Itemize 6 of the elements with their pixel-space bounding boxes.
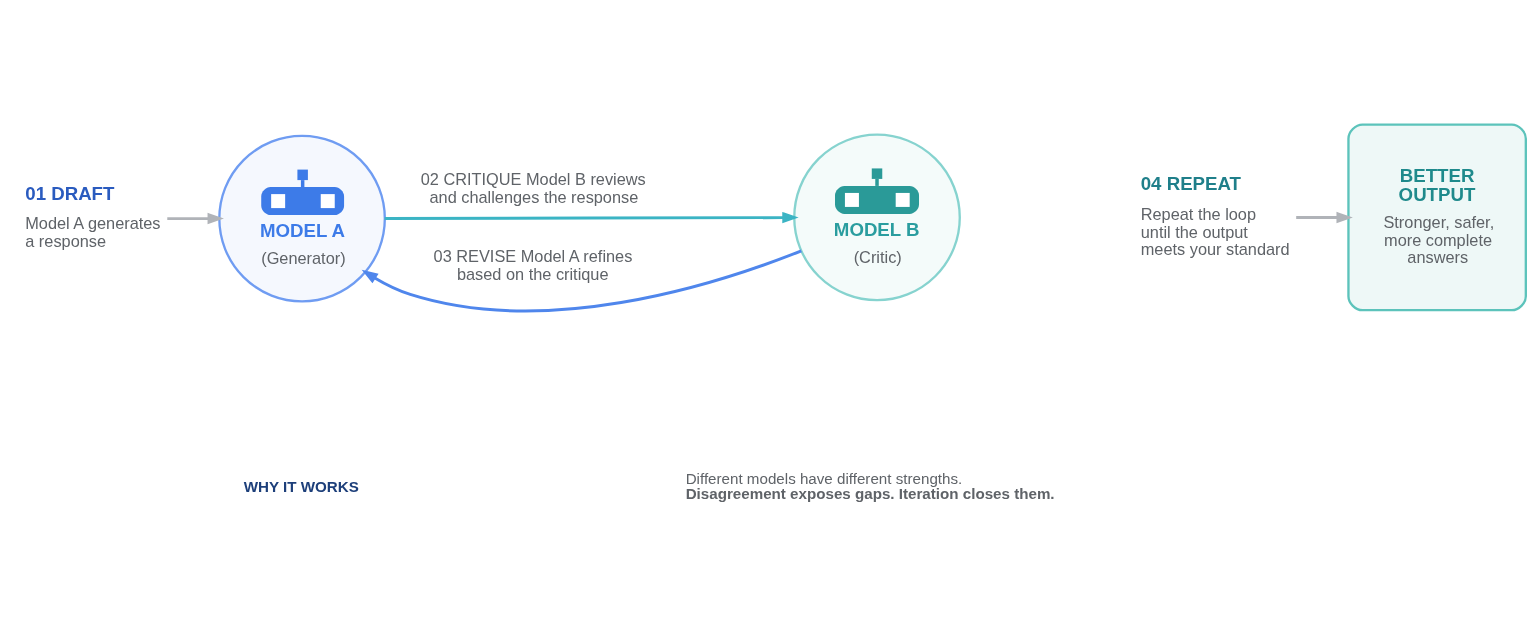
label: WHY IT WORKS [243,478,359,496]
edge-label: 02 CRITIQUE Model B reviews and challenges the response [420,170,646,206]
label: Different models have different strengths. Disagreement exposes gaps. Iteration closes them. [685,469,1055,503]
edge-label: 03 REVISE Model A refines based on the critique [433,247,633,283]
node-text: 04 REPEAT Repeat the loop until the output meets your standard [1140,173,1290,259]
node-text: 01 DRAFT Model A generates a response [25,182,161,250]
